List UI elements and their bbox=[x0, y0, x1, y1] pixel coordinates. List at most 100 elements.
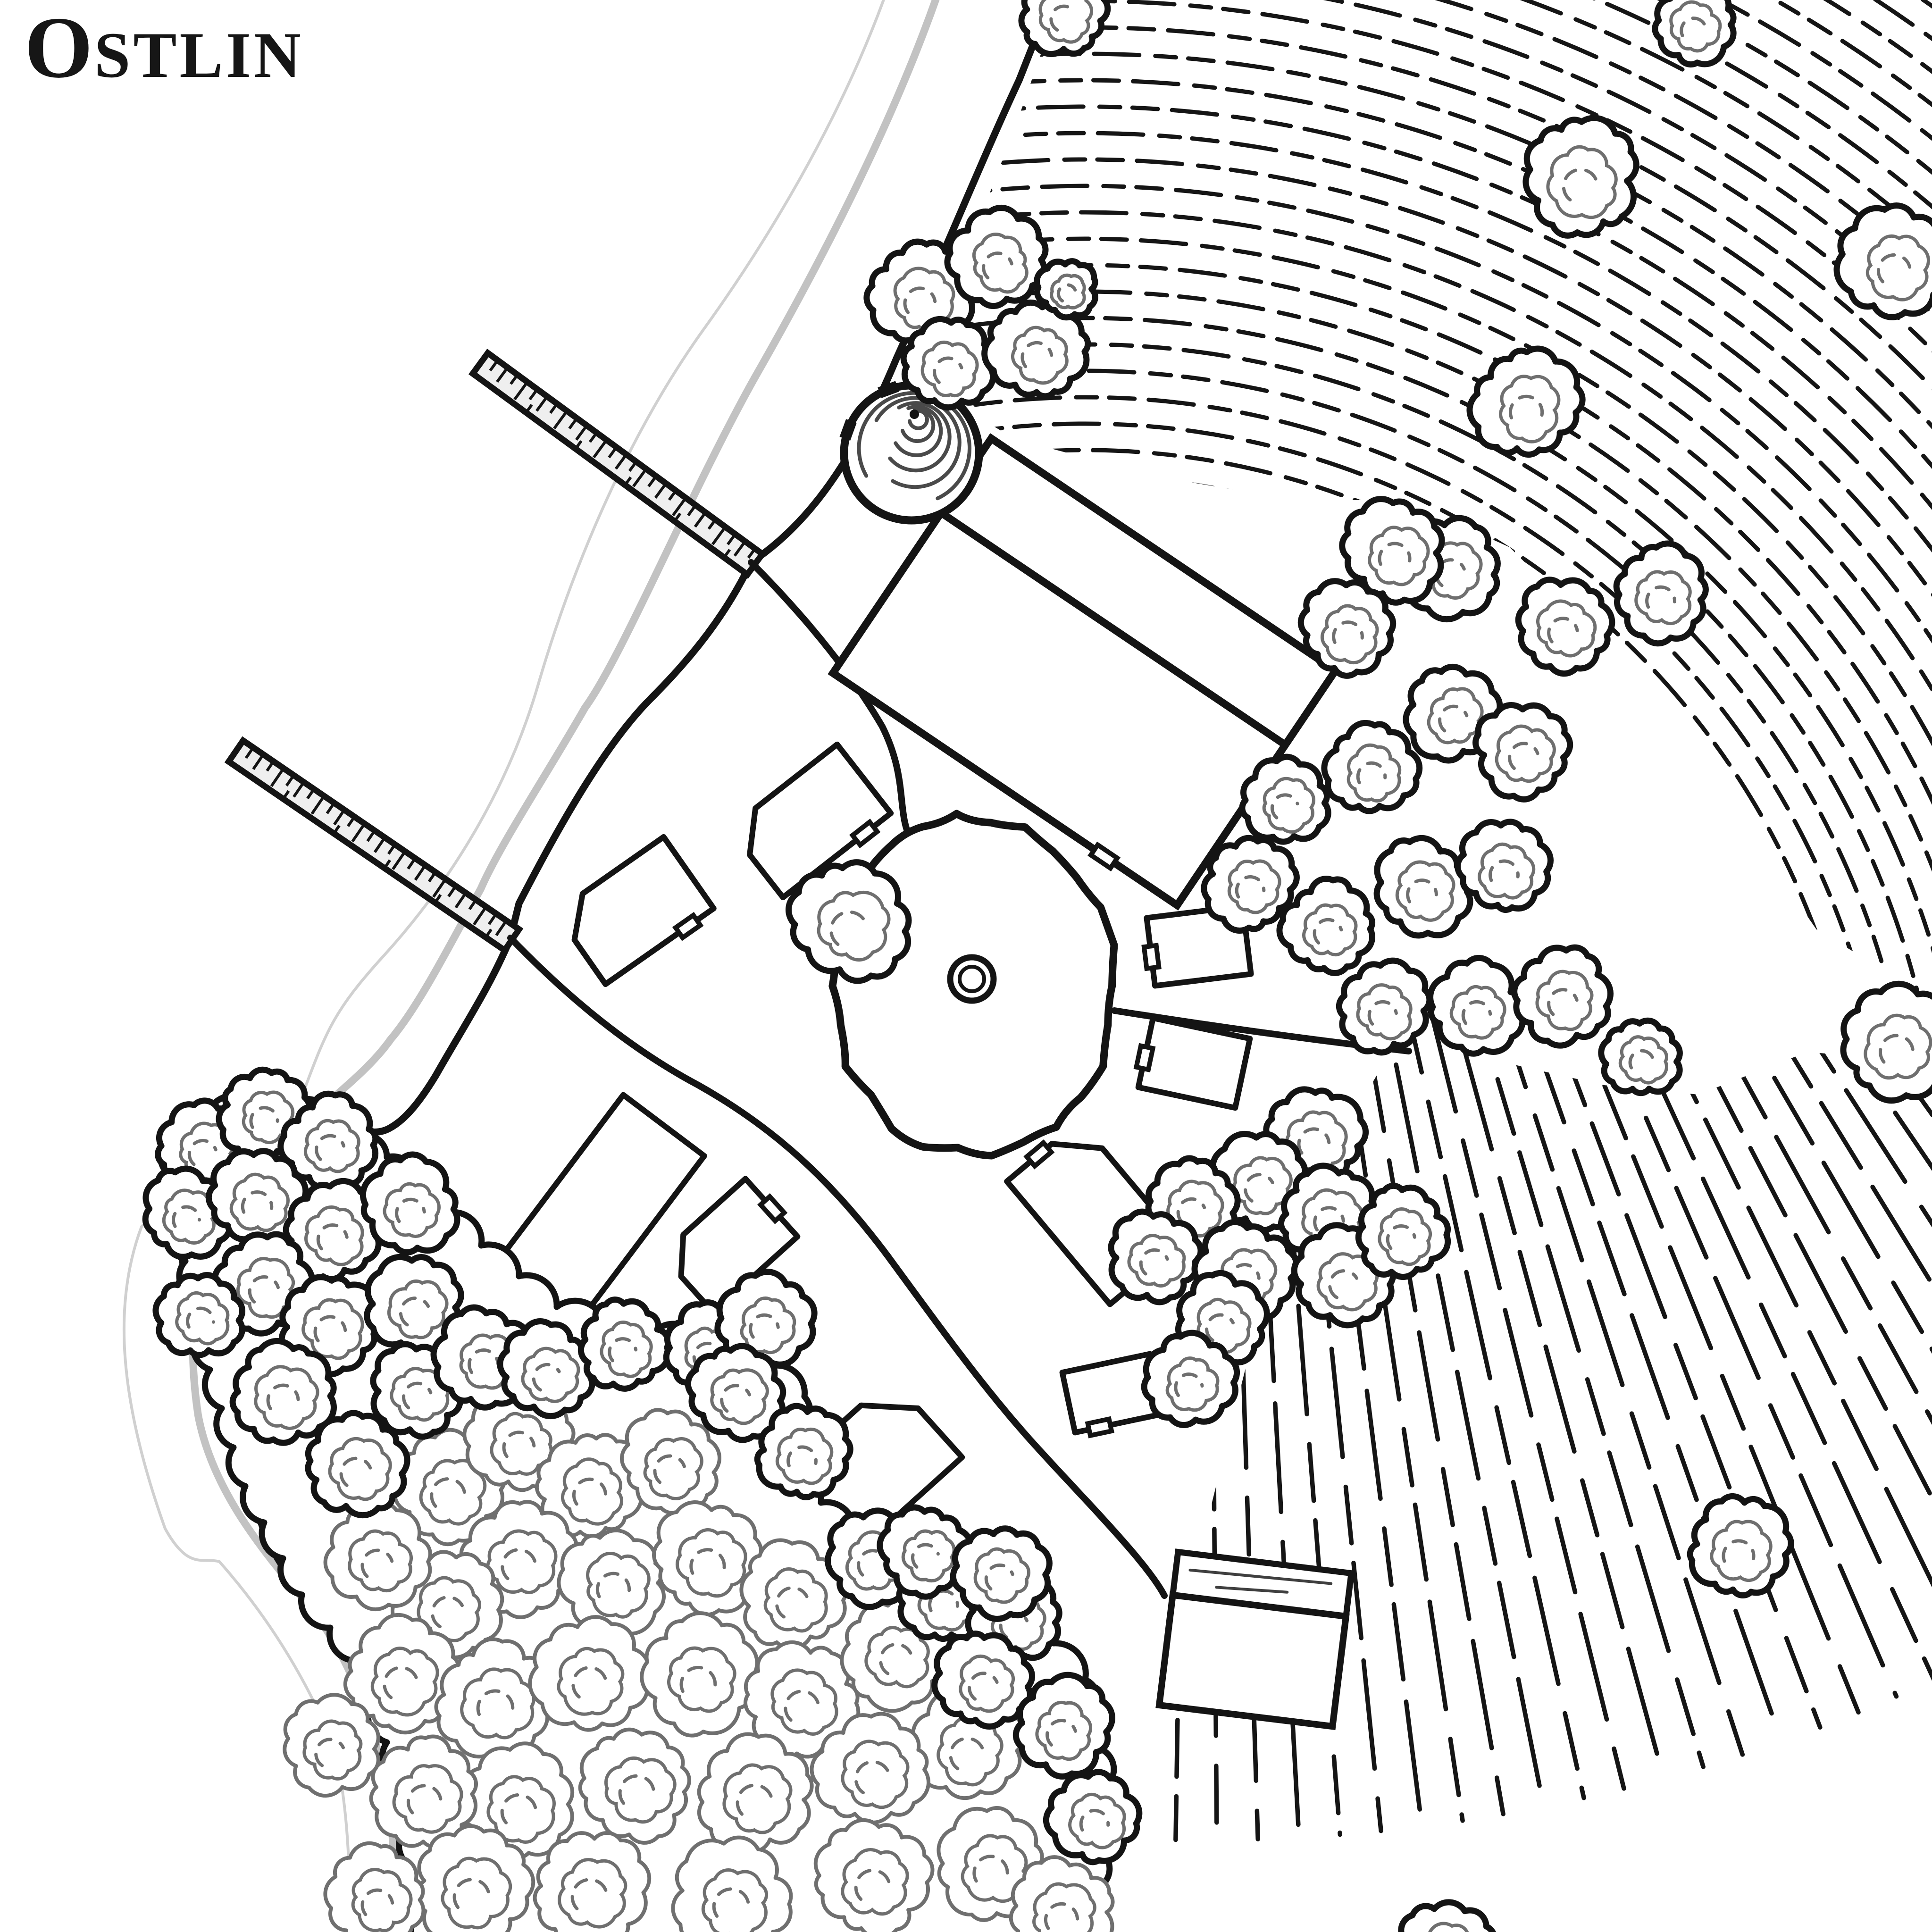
tree bbox=[1336, 957, 1433, 1056]
tree-inner-scallop bbox=[254, 1365, 319, 1430]
tree-shade-arc bbox=[1176, 1197, 1206, 1225]
tree-shade-arc bbox=[501, 1548, 537, 1581]
forest-southwest bbox=[142, 1066, 1143, 1932]
dock-plank bbox=[673, 512, 682, 522]
tree bbox=[1455, 819, 1554, 913]
tree-inner-scallop bbox=[486, 1775, 556, 1844]
tree-canopy bbox=[1472, 702, 1573, 803]
tree bbox=[786, 859, 912, 984]
dock-plank bbox=[568, 417, 578, 429]
tree-inner-scallop bbox=[304, 1205, 364, 1266]
tree bbox=[1840, 980, 1932, 1104]
tree bbox=[1043, 1769, 1143, 1865]
tree-canopy bbox=[1339, 496, 1445, 606]
field-furrow-curved bbox=[913, 104, 1932, 1000]
tree-canopy bbox=[813, 1818, 935, 1932]
tree-inner-scallop bbox=[1347, 743, 1402, 803]
tree bbox=[557, 1528, 666, 1638]
tree-shade-arc bbox=[1461, 1000, 1492, 1025]
tree-inner-scallop bbox=[675, 1528, 747, 1598]
tree-shade-arc bbox=[679, 1665, 717, 1693]
tree bbox=[1598, 1017, 1683, 1096]
tree-inner-scallop bbox=[560, 1457, 624, 1526]
field-furrow-curved bbox=[929, 316, 1932, 1000]
tree-shade-arc bbox=[1079, 1808, 1110, 1832]
dock-plank bbox=[333, 825, 341, 835]
door-porch bbox=[1085, 1416, 1114, 1439]
field-furrow-curved bbox=[915, 236, 1932, 1000]
tree-canopy bbox=[1201, 835, 1300, 934]
tree-canopy bbox=[1108, 1208, 1204, 1305]
tree-canopy bbox=[1511, 944, 1614, 1049]
tree-inner-scallop bbox=[302, 1719, 363, 1781]
hatch-line bbox=[1188, 1568, 1333, 1585]
field-furrow-fan bbox=[1485, 1010, 1932, 1627]
tree-inner-scallop bbox=[973, 1547, 1031, 1604]
tree-inner-scallop bbox=[586, 1551, 651, 1619]
tree-inner-scallop bbox=[392, 1764, 463, 1834]
tree-inner-scallop bbox=[1546, 145, 1618, 219]
tree-inner-scallop bbox=[328, 1437, 392, 1501]
tree-shade-arc bbox=[1489, 859, 1520, 882]
tree-canopy bbox=[360, 1151, 460, 1255]
tree-inner-scallop bbox=[175, 1291, 230, 1346]
tree-inner-scallop bbox=[1356, 983, 1413, 1041]
tree-inner-scallop bbox=[490, 1412, 553, 1476]
tree-canopy bbox=[283, 1693, 380, 1798]
field-furrow-fan bbox=[1329, 1010, 1586, 1800]
tree-canopy bbox=[1652, 0, 1737, 68]
dock-plank bbox=[672, 497, 687, 517]
door-porch bbox=[1133, 1043, 1156, 1073]
tree-shade-arc bbox=[570, 1878, 609, 1911]
field-furrow-fan bbox=[1472, 1010, 1932, 1646]
tree-inner-scallop bbox=[1449, 985, 1506, 1040]
dock-plank bbox=[733, 540, 746, 557]
tree-canopy bbox=[1239, 753, 1331, 845]
tree-shade-arc bbox=[172, 1205, 201, 1228]
tree-shade-arc bbox=[476, 1689, 515, 1716]
tree-canopy bbox=[877, 1504, 974, 1600]
tree-inner-scallop bbox=[521, 1347, 580, 1403]
shed-south bbox=[1059, 1351, 1166, 1439]
door-porch bbox=[757, 1193, 788, 1224]
dock-plank bbox=[387, 844, 396, 855]
tree-inner-scallop bbox=[1368, 526, 1430, 586]
tree bbox=[931, 1631, 1035, 1730]
tree-shade-arc bbox=[1139, 1248, 1169, 1276]
tree-canopy bbox=[343, 1613, 461, 1735]
tree-inner-scallop bbox=[643, 1437, 703, 1500]
field-furrow-curved bbox=[913, 184, 1932, 1000]
dock-plank bbox=[468, 899, 477, 910]
tree-canopy bbox=[533, 1831, 652, 1932]
tree-shade-arc bbox=[1020, 341, 1054, 368]
tree bbox=[1239, 753, 1331, 845]
tree-shade-arc bbox=[1386, 1224, 1416, 1250]
tree-shade-arc bbox=[984, 1563, 1014, 1591]
tree-inner-scallop bbox=[370, 1647, 439, 1717]
dock-plank bbox=[614, 453, 628, 470]
tree-canopy bbox=[323, 1841, 426, 1932]
map-title-initial: O bbox=[25, 0, 94, 96]
tree-shade-arc bbox=[249, 1106, 279, 1129]
tree-inner-scallop bbox=[959, 1654, 1015, 1713]
tree-shade-arc bbox=[933, 356, 963, 384]
tree bbox=[810, 1712, 930, 1824]
tree-shade-arc bbox=[982, 251, 1013, 280]
tree bbox=[323, 1500, 432, 1611]
field-furrow-curved bbox=[920, 263, 1932, 1000]
tree-canopy bbox=[1034, 258, 1098, 321]
tree-inner-scallop bbox=[722, 1763, 793, 1834]
round-tower bbox=[839, 381, 983, 525]
tree-shade-arc bbox=[972, 1855, 1009, 1883]
tree-inner-scallop bbox=[387, 1280, 449, 1339]
tree-inner-scallop bbox=[972, 233, 1029, 294]
hatch-line bbox=[887, 1388, 893, 1394]
tree-inner-scallop bbox=[441, 1857, 512, 1930]
dock-plank bbox=[485, 928, 493, 938]
tree-canopy bbox=[652, 1500, 763, 1617]
dock-plank bbox=[525, 404, 533, 414]
tree-shade-arc bbox=[749, 1313, 780, 1339]
tree-shade-arc bbox=[1547, 617, 1579, 644]
tree-shade-arc bbox=[248, 1275, 280, 1304]
tree bbox=[640, 1611, 759, 1738]
